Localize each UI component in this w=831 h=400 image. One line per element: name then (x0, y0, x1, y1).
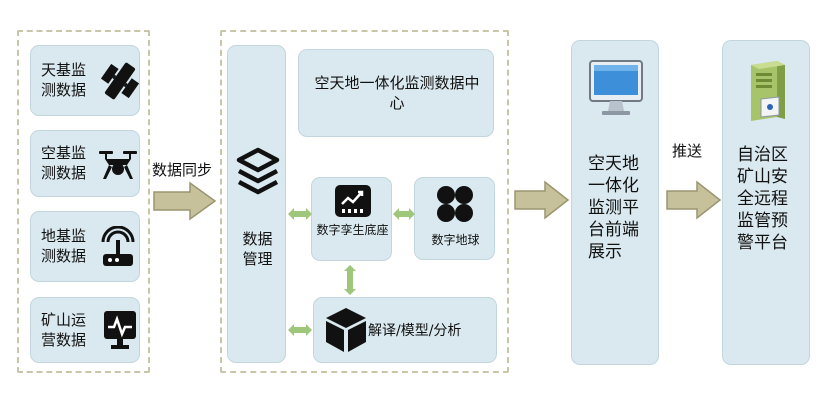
sensor-icon (99, 226, 137, 270)
source-card-space: 天基监测数据 (30, 45, 140, 116)
analysis-label: 解译/模型/分析 (368, 323, 462, 339)
computer-monitor-icon (588, 59, 644, 117)
cube-icon (324, 306, 368, 354)
warning-platform-label: 自治区矿山安全远程监管预警平台 (737, 145, 788, 253)
digital-earth-label: 数字地球 (431, 233, 480, 247)
push-label: 推送 (672, 142, 703, 160)
data-center-panel: 空天地一体化监测数据中心 (298, 49, 494, 137)
digital-twin-label: 数字孪生底座 (316, 223, 389, 237)
sources-group (17, 30, 150, 373)
data-center-label: 空天地一体化监测数据中心 (314, 74, 480, 112)
source-label: 地基监测数据 (41, 227, 87, 265)
frontend-label: 空天地一体化监测平台前端展示 (588, 154, 639, 262)
layers-icon (235, 146, 281, 198)
digital-earth-panel: 数字地球 (414, 177, 495, 260)
link-arrow-vertical (344, 265, 356, 295)
satellite-icon (101, 58, 139, 104)
data-management-panel: 数据管理 (227, 45, 286, 363)
data-management-label: 数据管理 (242, 230, 273, 268)
link-arrow-analysis (288, 324, 312, 336)
dashboard-icon (334, 184, 372, 218)
processing-group (220, 30, 509, 373)
monitor-chart-icon (103, 310, 137, 352)
frontend-panel: 空天地一体化监测平台前端展示 (571, 40, 659, 365)
link-arrow-earth (393, 208, 415, 220)
sync-arrow (152, 181, 218, 221)
link-arrow-twin (288, 208, 312, 220)
source-card-air: 空基监测数据 (30, 130, 140, 197)
source-card-mine: 矿山运营数据 (30, 297, 140, 363)
drone-icon (97, 145, 139, 185)
flow-arrow-push (665, 180, 723, 220)
clover-icon (435, 184, 475, 224)
flow-arrow-frontend (513, 180, 571, 220)
source-label: 空基监测数据 (41, 144, 87, 182)
server-tower-icon (747, 59, 789, 123)
analysis-panel: 解译/模型/分析 (313, 297, 497, 363)
warning-platform-panel: 自治区矿山安全远程监管预警平台 (722, 40, 810, 365)
source-label: 天基监测数据 (41, 61, 87, 99)
digital-twin-panel: 数字孪生底座 (311, 177, 392, 261)
sync-label: 数据同步 (152, 161, 213, 179)
source-label: 矿山运营数据 (41, 311, 87, 349)
source-card-ground: 地基监测数据 (30, 211, 140, 282)
